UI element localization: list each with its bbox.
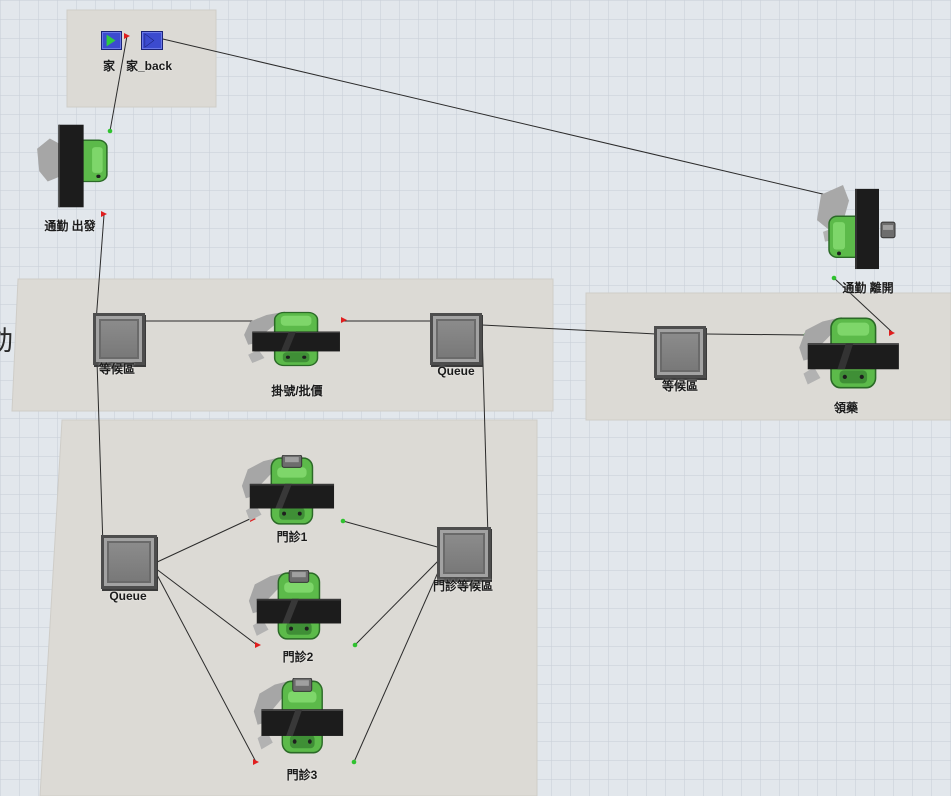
- connector-line: [705, 333, 807, 336]
- output-port-marker: [101, 211, 107, 217]
- processor-icon: [250, 678, 345, 756]
- queue-clinic-waiting-area[interactable]: [437, 527, 491, 580]
- input-port-marker: [340, 518, 346, 524]
- input-port-marker: [107, 128, 113, 134]
- queue-clinic-waiting-area-label: 門診等候區: [432, 579, 494, 593]
- connector-line: [149, 35, 832, 197]
- processor-clinic-3[interactable]: [250, 678, 345, 756]
- queue-after-billing[interactable]: [430, 313, 482, 365]
- processor-clinic-1[interactable]: [238, 455, 336, 527]
- processor-icon: [245, 570, 343, 642]
- queue-waiting-area-pharmacy[interactable]: [654, 326, 706, 378]
- source-home-back-label: 家_back: [125, 59, 173, 73]
- connector-line: [353, 560, 444, 763]
- processor-pharmacy-label: 領藥: [833, 401, 859, 415]
- connector-line: [95, 214, 105, 323]
- input-port-marker: [352, 642, 358, 648]
- source-home-back[interactable]: [141, 31, 163, 50]
- connector-line: [342, 520, 442, 549]
- connector-line: [109, 35, 128, 132]
- connector-line: [154, 567, 258, 646]
- processor-commute-depart-label: 通勤 出發: [44, 219, 96, 233]
- connector-line: [154, 517, 253, 564]
- processor-clinic-3-label: 門診3: [286, 768, 318, 782]
- output-port-marker: [255, 642, 261, 648]
- source-icon: [106, 34, 116, 47]
- processor-icon: [813, 183, 903, 271]
- processor-icon: [238, 455, 336, 527]
- connector-line: [481, 324, 657, 335]
- clipped-edge-text: 動: [0, 326, 13, 358]
- processor-icon: [35, 123, 109, 209]
- output-port-marker: [253, 759, 259, 765]
- processor-registration-billing[interactable]: [240, 310, 342, 368]
- source-home-label: 家: [102, 59, 116, 73]
- input-port-marker: [831, 275, 837, 281]
- input-port-marker: [351, 759, 357, 765]
- queue-waiting-area-entry[interactable]: [93, 313, 145, 365]
- queue-waiting-area-entry-label: 等候區: [98, 362, 136, 376]
- queue-before-clinic-label: Queue: [109, 589, 147, 603]
- source-home[interactable]: [101, 31, 122, 50]
- output-port-marker: [341, 317, 347, 323]
- output-port-marker: [889, 330, 895, 336]
- processor-commute-leave[interactable]: [813, 183, 903, 271]
- connector-line: [354, 556, 443, 646]
- processor-clinic-1-label: 門診1: [276, 530, 308, 544]
- processor-clinic-2-label: 門診2: [282, 650, 314, 664]
- queue-before-clinic[interactable]: [101, 535, 157, 589]
- queue-after-billing-label: Queue: [437, 364, 475, 378]
- queue-waiting-area-pharmacy-label: 等候區: [661, 379, 699, 393]
- processor-pharmacy[interactable]: [795, 315, 901, 391]
- processor-commute-leave-label: 通勤 離開: [842, 281, 894, 295]
- connector-line: [833, 277, 894, 334]
- processor-icon: [240, 310, 342, 368]
- processor-icon: [795, 315, 901, 391]
- processor-registration-billing-label: 掛號/批價: [271, 384, 323, 398]
- source-icon: [144, 33, 155, 48]
- connector-line: [154, 570, 257, 763]
- processor-clinic-2[interactable]: [245, 570, 343, 642]
- processor-commute-depart[interactable]: [35, 123, 109, 209]
- output-port-marker: [124, 33, 130, 39]
